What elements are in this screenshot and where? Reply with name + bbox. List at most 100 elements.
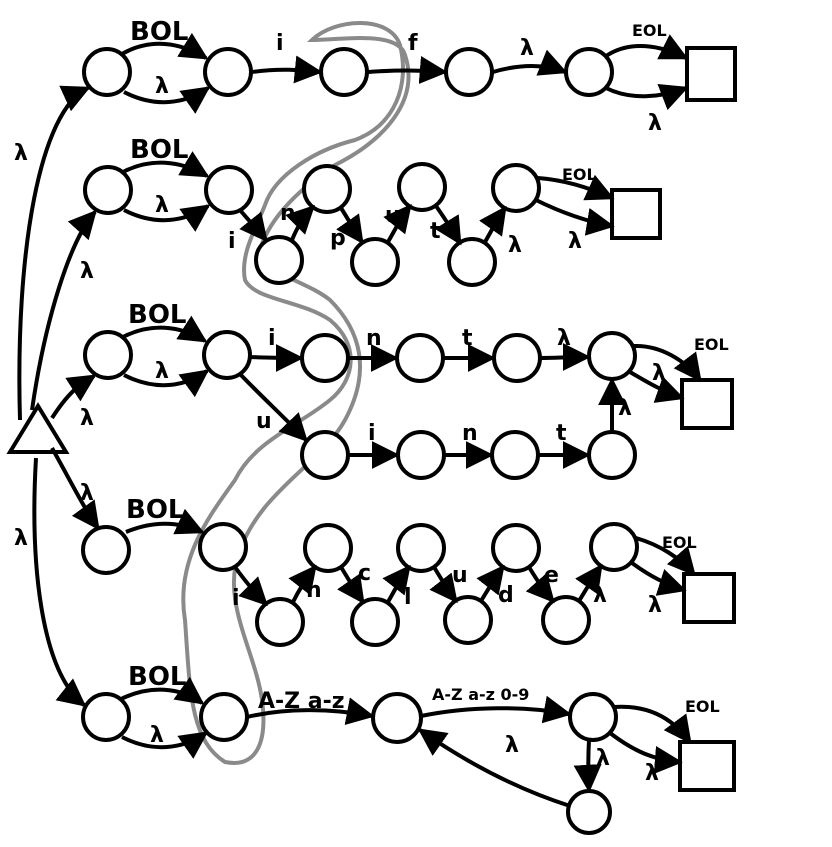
state bbox=[300, 430, 350, 480]
row-if: BOL λ i f λ EOL λ bbox=[82, 17, 737, 136]
first-char-label: A-Z a-z bbox=[258, 689, 345, 714]
accept-state bbox=[685, 46, 737, 102]
eol-bypass-label: λ bbox=[652, 361, 666, 386]
state bbox=[568, 692, 618, 742]
char-label: i bbox=[268, 326, 276, 351]
char-label: u bbox=[256, 409, 272, 434]
eol-label: EOL bbox=[685, 697, 720, 716]
char-label: t bbox=[462, 326, 473, 351]
row-identifier: BOL λ A-Z a-z A-Z a-z 0-9 λ λ EOL λ bbox=[81, 662, 736, 835]
char-label: e bbox=[544, 563, 559, 588]
row-include: BOL i n c l u d e λ EOL λ bbox=[81, 495, 736, 647]
char-label: u bbox=[385, 203, 401, 228]
state bbox=[350, 597, 400, 647]
state bbox=[490, 430, 540, 480]
state bbox=[587, 430, 637, 480]
start-label-1: λ bbox=[14, 141, 28, 166]
state bbox=[492, 333, 542, 383]
bol-label: BOL bbox=[128, 662, 187, 692]
state bbox=[396, 430, 446, 480]
char-label: l bbox=[404, 585, 412, 610]
start-edges bbox=[17, 85, 100, 707]
state bbox=[589, 522, 639, 572]
start-edge-5 bbox=[32, 457, 87, 707]
char-label: i bbox=[276, 31, 284, 56]
char-label: n bbox=[306, 578, 322, 603]
bol-bypass-label: λ bbox=[155, 193, 169, 218]
loop-label: λ bbox=[505, 733, 519, 758]
accept-state bbox=[678, 740, 736, 792]
to-end-label: λ bbox=[593, 583, 607, 608]
char-label: d bbox=[498, 583, 514, 608]
state bbox=[564, 47, 614, 97]
char-label: i bbox=[368, 421, 376, 446]
char-label: i bbox=[232, 586, 240, 611]
state bbox=[587, 331, 637, 381]
state bbox=[443, 595, 493, 645]
state bbox=[319, 47, 369, 97]
accept-state bbox=[682, 572, 736, 624]
state bbox=[202, 330, 252, 380]
row-input: BOL λ i n p u t λ EOL λ bbox=[83, 135, 662, 287]
state bbox=[491, 163, 541, 213]
rest-char-label: A-Z a-z 0-9 bbox=[432, 685, 529, 704]
state bbox=[81, 525, 131, 575]
eol-label: EOL bbox=[562, 165, 597, 184]
state bbox=[81, 692, 131, 742]
to-end-label: λ bbox=[557, 326, 571, 351]
state bbox=[302, 164, 352, 214]
to-end-label: λ bbox=[508, 233, 522, 258]
state bbox=[255, 597, 305, 647]
bol-label: BOL bbox=[130, 135, 189, 165]
char-label: p bbox=[330, 226, 346, 251]
char-label: t bbox=[556, 421, 567, 446]
state bbox=[350, 237, 400, 287]
bol-bypass-label: λ bbox=[150, 723, 164, 748]
bol-bypass-label: λ bbox=[155, 74, 169, 99]
state bbox=[83, 330, 133, 380]
state bbox=[254, 235, 304, 285]
start-label-4: λ bbox=[80, 481, 94, 506]
state bbox=[199, 692, 249, 742]
state bbox=[303, 523, 353, 573]
state bbox=[203, 47, 253, 97]
state bbox=[198, 522, 248, 572]
start-state bbox=[6, 402, 70, 454]
eol-bypass-label: λ bbox=[645, 761, 659, 786]
start-edge-4 bbox=[50, 447, 100, 531]
char-label: u bbox=[452, 563, 468, 588]
state bbox=[83, 165, 133, 215]
row-int-uint: BOL λ i n t λ u i n t λ EOL λ bbox=[83, 300, 734, 480]
state bbox=[491, 523, 541, 573]
start-edge-3 bbox=[50, 374, 97, 420]
state bbox=[396, 523, 446, 573]
eol-bypass-label: λ bbox=[648, 593, 662, 618]
char-label: i bbox=[228, 229, 236, 254]
state bbox=[541, 595, 591, 645]
state bbox=[397, 162, 447, 212]
accept-state bbox=[610, 188, 662, 240]
eol-label: EOL bbox=[632, 21, 667, 40]
eol-label: EOL bbox=[662, 533, 697, 552]
start-edge-2 bbox=[30, 209, 97, 411]
char-label: c bbox=[358, 561, 371, 586]
eol-label: EOL bbox=[694, 335, 729, 354]
bol-label: BOL bbox=[126, 495, 185, 525]
char-label: f bbox=[408, 31, 418, 56]
start-edge-1 bbox=[17, 85, 91, 421]
char-label: t bbox=[430, 219, 441, 244]
to-end-label: λ bbox=[618, 396, 632, 421]
eol-bypass-label: λ bbox=[568, 229, 582, 254]
state bbox=[204, 165, 254, 215]
to-end-label: λ bbox=[520, 36, 534, 61]
highlight-outline bbox=[181, 21, 411, 765]
bol-bypass-label: λ bbox=[155, 359, 169, 384]
state bbox=[395, 333, 445, 383]
state bbox=[300, 333, 350, 383]
accept-state bbox=[680, 378, 734, 430]
eol-bypass-label: λ bbox=[648, 111, 662, 136]
bol-label: BOL bbox=[130, 17, 189, 47]
state bbox=[444, 47, 494, 97]
state bbox=[447, 237, 497, 287]
